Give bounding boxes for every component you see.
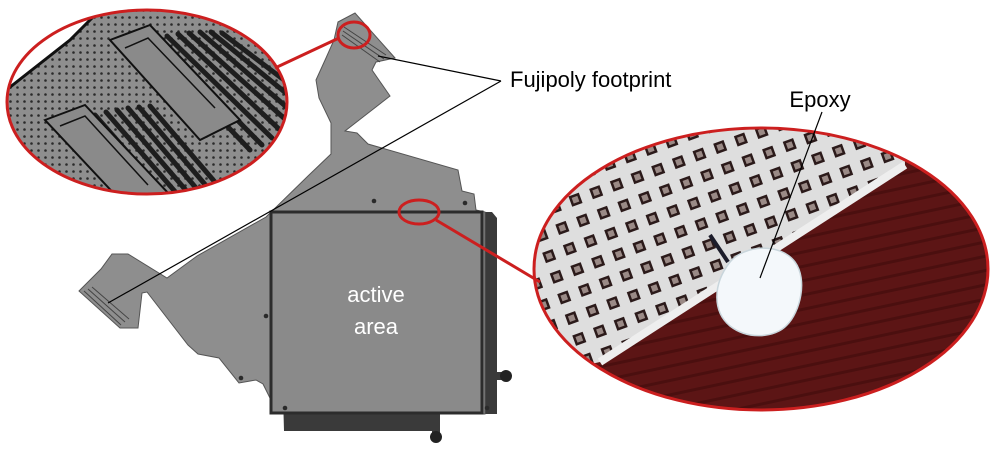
- active-area-label-line1: active: [347, 282, 404, 307]
- leader-footprint-left: [107, 80, 502, 304]
- zoom-callout-connector: [5, 8, 289, 196]
- red-connector-left: [274, 36, 340, 70]
- right-tab-nub: [500, 370, 512, 382]
- leader-footprint-top: [377, 55, 502, 82]
- zoom-callout-epoxy-ring: [532, 126, 990, 412]
- active-area: [269, 210, 484, 415]
- fujipoly-pads-left: [83, 286, 130, 326]
- mounting-holes: [238, 198, 490, 411]
- red-connector-right: [435, 218, 541, 284]
- active-area-label-line2: area: [354, 314, 399, 339]
- leader-epoxy: [759, 111, 823, 279]
- callout-marker-epoxy: [397, 198, 441, 226]
- epoxy-blob: [716, 247, 803, 337]
- label-fujipoly-footprint: Fujipoly footprint: [510, 67, 671, 92]
- callout-marker-footprint: [336, 20, 372, 50]
- zoom-callout-connector-ring: [5, 8, 289, 196]
- bottom-tab-nub: [430, 431, 442, 443]
- flex-board: active area: [78, 12, 512, 443]
- label-epoxy: Epoxy: [789, 87, 850, 112]
- zoom-callout-epoxy: [532, 126, 990, 412]
